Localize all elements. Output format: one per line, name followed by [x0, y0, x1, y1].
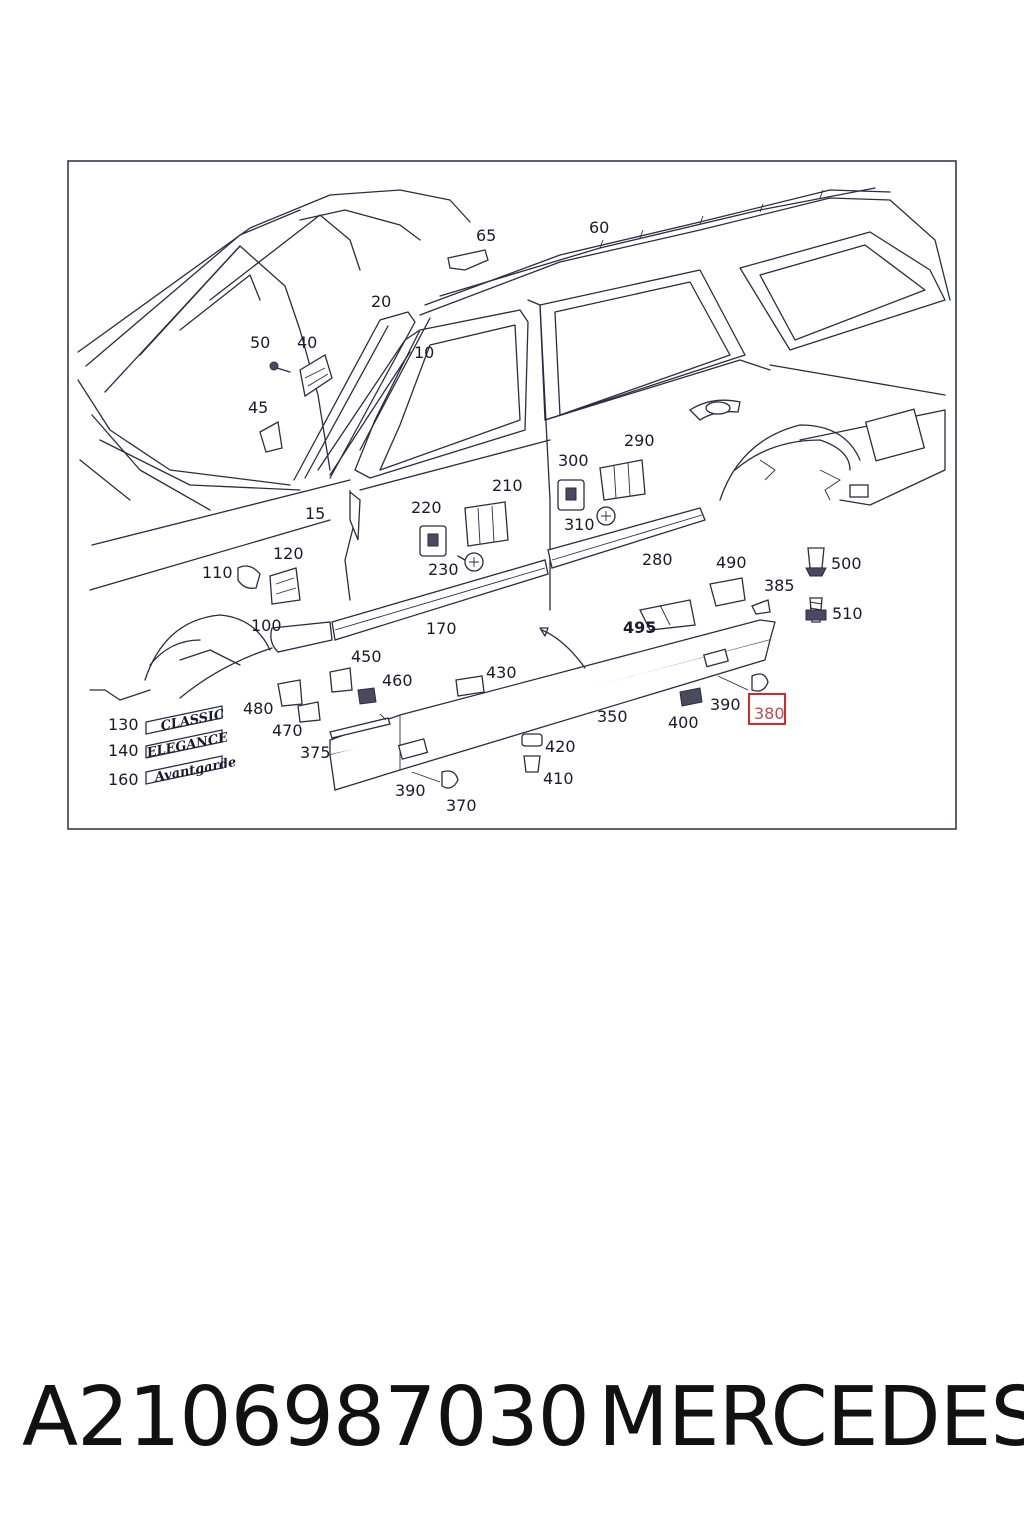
- callout-110: 110: [202, 563, 233, 582]
- callout-370: 370: [446, 796, 477, 815]
- callout-40: 40: [297, 333, 317, 352]
- callout-130: 130: [108, 715, 139, 734]
- callout-170: 170: [426, 619, 457, 638]
- part-number: A2106987030: [22, 1370, 590, 1465]
- callout-470: 470: [272, 721, 303, 740]
- callout-230: 230: [428, 560, 459, 579]
- callout-300: 300: [558, 451, 589, 470]
- brand-name: MERCEDES: [598, 1370, 1024, 1465]
- callout-45: 45: [248, 398, 268, 417]
- callout-500: 500: [831, 554, 862, 573]
- callout-495: 495: [623, 618, 656, 637]
- highlight-box-380: [748, 693, 786, 725]
- callout-400: 400: [668, 713, 699, 732]
- callout-labels: 65 60 20 10 50 40 45 15 220 210 230 300 …: [108, 218, 863, 815]
- callout-390-right: 390: [710, 695, 741, 714]
- callout-410: 410: [543, 769, 574, 788]
- callout-375: 375: [300, 743, 331, 762]
- callout-50: 50: [250, 333, 270, 352]
- callout-210: 210: [492, 476, 523, 495]
- callout-430: 430: [486, 663, 517, 682]
- callout-280: 280: [642, 550, 673, 569]
- callout-480: 480: [243, 699, 274, 718]
- callout-310: 310: [564, 515, 595, 534]
- callout-460: 460: [382, 671, 413, 690]
- callout-100: 100: [251, 616, 282, 635]
- callout-390-bottom: 390: [395, 781, 426, 800]
- trim-mouldings: [179, 507, 776, 791]
- callout-450: 450: [351, 647, 382, 666]
- callout-490: 490: [716, 553, 747, 572]
- callout-420: 420: [545, 737, 576, 756]
- callout-510: 510: [832, 604, 863, 623]
- callout-140: 140: [108, 741, 139, 760]
- callout-385: 385: [764, 576, 795, 595]
- callout-120: 120: [273, 544, 304, 563]
- callout-60: 60: [589, 218, 609, 237]
- callout-20: 20: [371, 292, 391, 311]
- callout-65: 65: [476, 226, 496, 245]
- car-body-outline: [77, 187, 951, 701]
- callout-350: 350: [597, 707, 628, 726]
- clips-and-fasteners: [237, 249, 827, 789]
- callout-220: 220: [411, 498, 442, 517]
- callout-380: 380: [754, 704, 785, 723]
- callout-290: 290: [624, 431, 655, 450]
- callout-15: 15: [305, 504, 325, 523]
- callout-160: 160: [108, 770, 139, 789]
- callout-10: 10: [414, 343, 434, 362]
